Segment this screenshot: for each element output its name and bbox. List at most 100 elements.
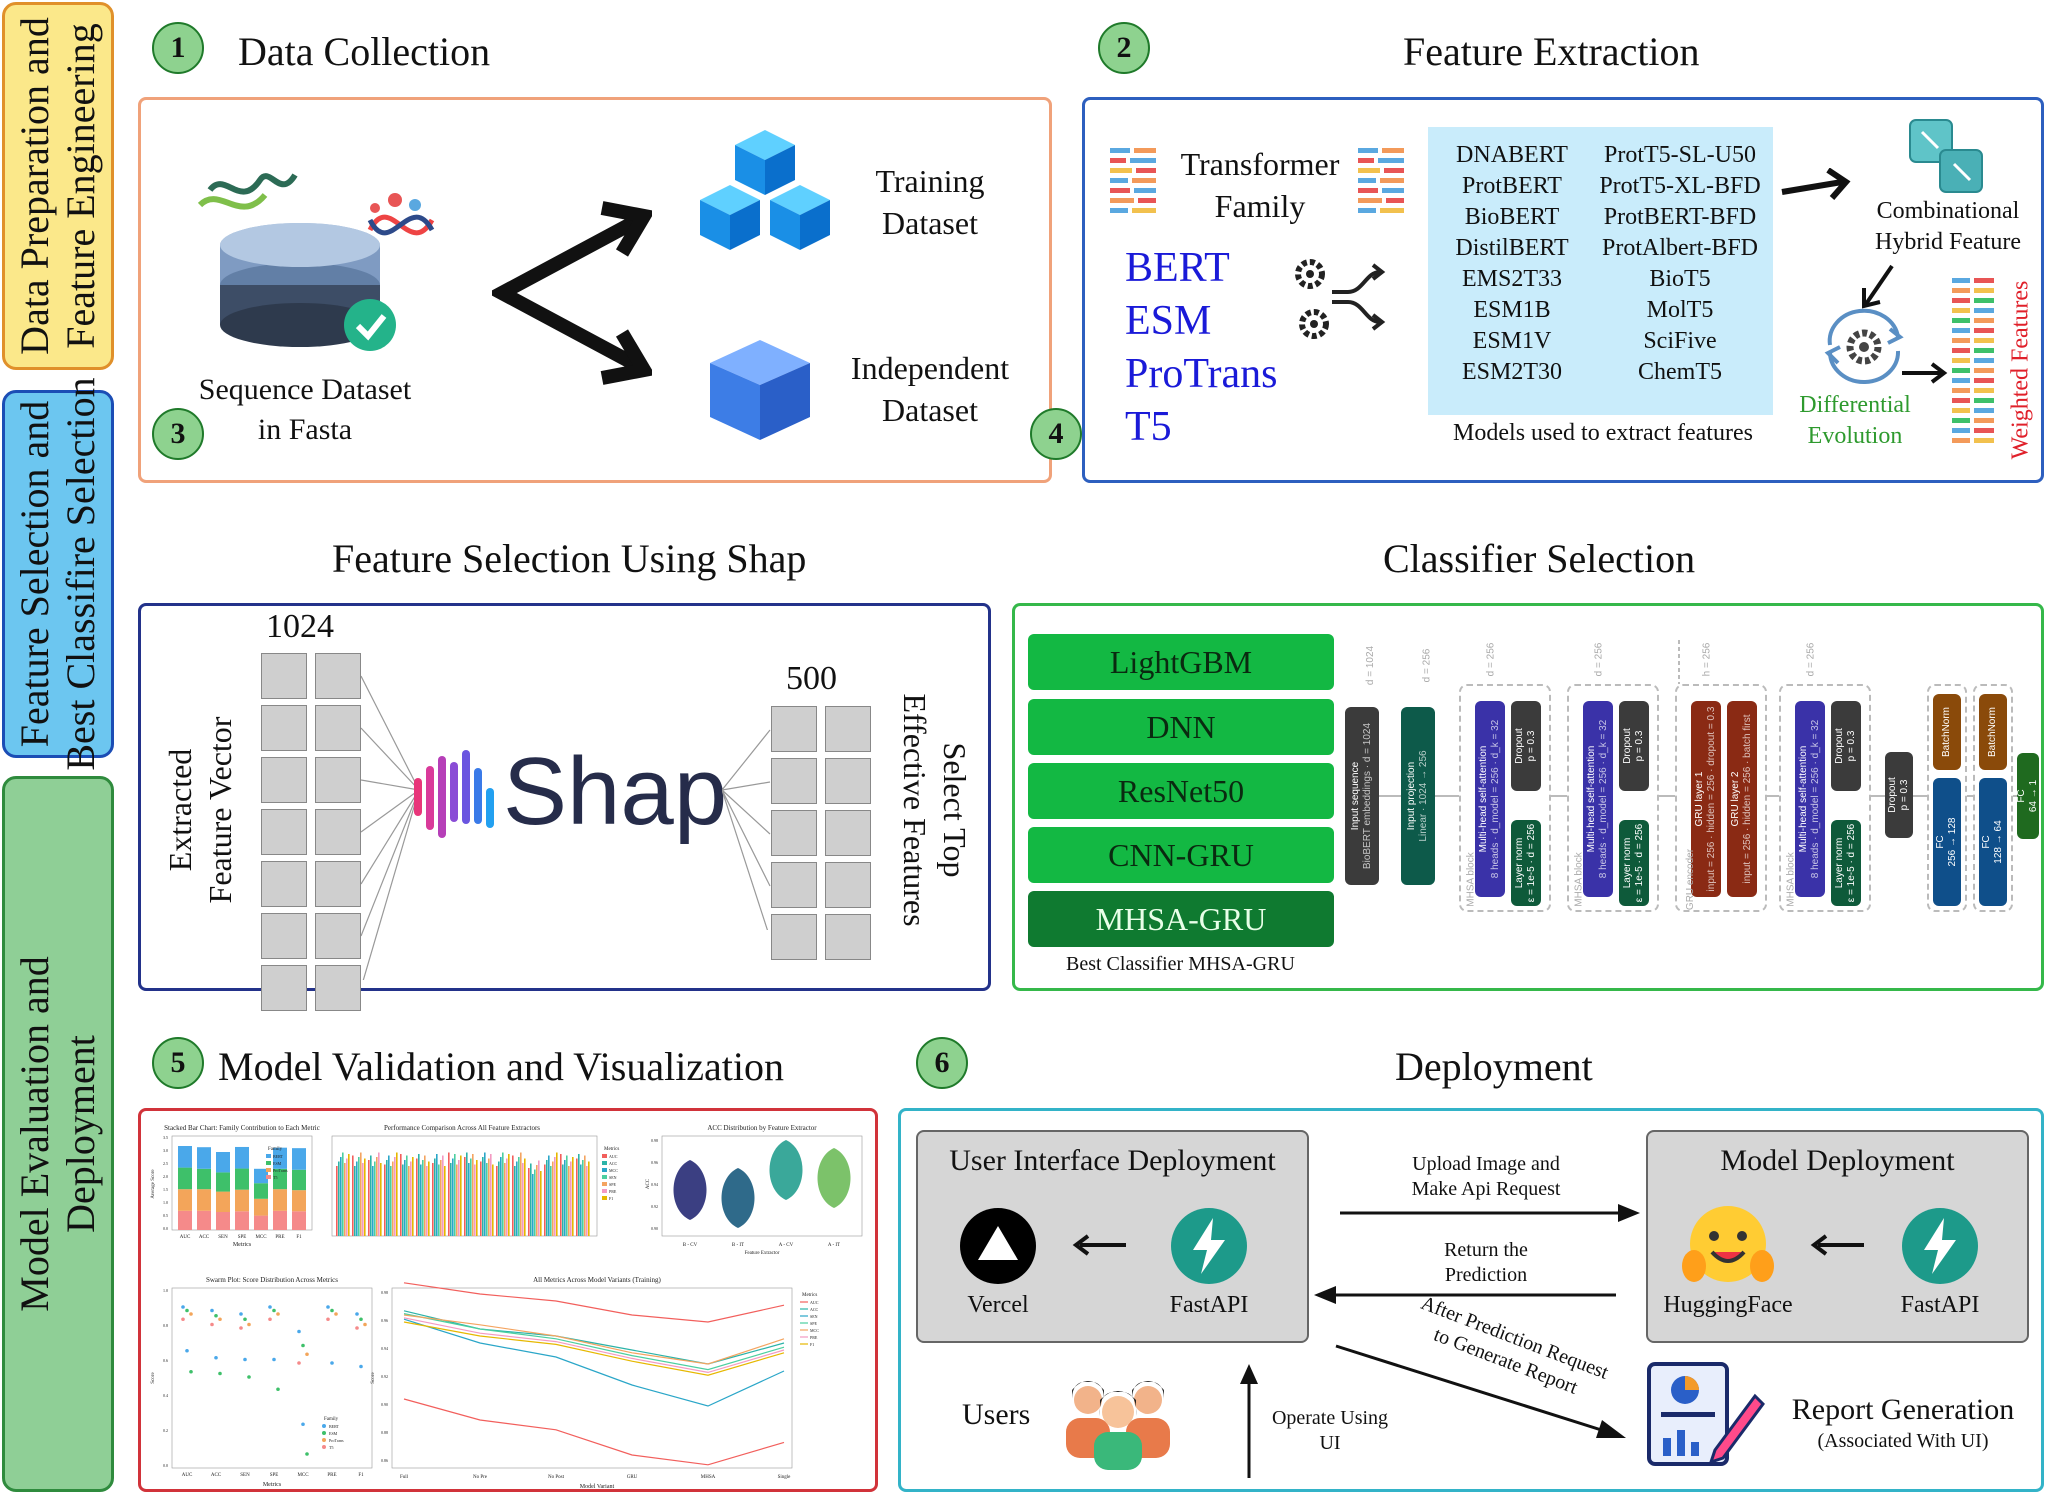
weight-bar [1974,308,1994,313]
swarm-point [305,1452,309,1456]
tick-label: AUC [182,1473,193,1478]
stacked-bar-segment [178,1189,192,1211]
arch-block-label: GRU encoder [1685,848,1697,911]
perf-bar [470,1158,472,1236]
perf-bar [426,1166,428,1236]
stacked-bar-segment [273,1210,287,1230]
shap-logo-text: Shap [503,738,728,845]
perf-bar [588,1161,590,1236]
arch-mhsa-block-2 [1567,684,1659,912]
perf-bar [496,1166,498,1236]
swarm-point [276,1387,280,1392]
perf-bar [490,1154,492,1236]
swarm-point [189,1369,193,1374]
independent-cube-icon [710,340,810,440]
legend-swatch [266,1154,271,1158]
legend-label: PRE [810,1335,818,1340]
ui-deployment-title: User Interface Deployment [949,1144,1276,1177]
arch-connectors [1379,640,2017,797]
perf-bar [388,1155,390,1236]
arch-batchnorm-1: BatchNorm [1933,694,1961,770]
tick-label: 0.6 [163,1358,168,1363]
model-name: BioBERT [1464,204,1560,230]
perf-bar [562,1164,564,1236]
legend-label: AUC [810,1300,819,1305]
axis-label: ACC [646,1178,651,1189]
perf-bar [474,1164,476,1236]
arch-head-box-1 [1927,684,1967,912]
swarm-point [268,1305,272,1309]
classifier-lightgbm: LightGBM [1028,634,1334,690]
fan-line [361,789,420,937]
feature-cell [261,861,307,907]
perf-bar [410,1161,412,1236]
perf-bar [548,1155,550,1236]
axis-label: Average Score [151,1169,156,1199]
stacked-bar-segment [273,1147,287,1169]
swarm-point [218,1371,222,1376]
stacked-bar-segment [216,1191,230,1212]
legend-label: T5 [329,1445,333,1450]
axis-label: Score [371,1372,376,1384]
phase-label-line2: Feature Engineering [58,23,103,349]
tick-label: PRE [327,1473,336,1478]
fan-line [361,675,420,791]
tick-label: Single [778,1475,792,1480]
classifier-resnet50: ResNet50 [1028,763,1334,819]
family-t5: T5 [1125,404,1172,450]
weight-bar [1974,338,1994,343]
tick-label: 0.88 [381,1430,388,1435]
arch-mhsa-block-1 [1459,684,1551,912]
stacked-bar-segment [197,1168,211,1190]
arrow-response [1314,1286,1616,1304]
swarm-point [326,1305,330,1309]
model-name: DNABERT [1456,142,1568,168]
phase-label-line2: Deployment [58,1035,103,1233]
swarm-point [272,1357,276,1362]
fan-in-lines [361,675,420,980]
users-icon [1066,1381,1170,1470]
models-caption: Models used to extract features [1453,420,1753,446]
perf-bar [386,1160,388,1236]
weight-bar [1974,298,1994,303]
tick-label: B - CV [683,1243,698,1248]
model-name: ESM1V [1472,328,1552,354]
weight-bar [1952,368,1970,373]
tick-label: 0.94 [381,1346,388,1351]
perf-bar [434,1158,436,1236]
step-title: Classifier Selection [1383,536,1696,581]
tick-label: 0.96 [381,1318,388,1323]
tick-label: 0.92 [381,1374,388,1379]
perf-bar [544,1164,546,1236]
legend-swatch [322,1424,326,1428]
weight-bar [1952,418,1970,423]
weight-bar [1974,278,1994,283]
training-cubes-icon [700,130,830,250]
stacked-bar-segment [235,1211,249,1230]
perf-bar [468,1163,470,1236]
step-number: 2 [1098,22,1150,74]
perf-bar [482,1157,484,1236]
arch-block-label: MHSA block [1785,852,1797,907]
gears-flow-icon [1295,259,1386,339]
swarm-point [326,1317,330,1322]
stacked-bar-segment [254,1215,268,1230]
perf-bar [394,1157,396,1236]
fan-line [722,729,771,791]
stacked-bar-segment [273,1189,287,1211]
weight-bar [1974,428,1994,433]
perf-bar [522,1163,524,1236]
tick-label: 0.2 [163,1428,168,1433]
differential-evolution-icon [1824,308,1904,384]
legend-swatch [602,1189,607,1193]
stacked-bar-segment [254,1198,268,1216]
deployment-panel [898,1108,2044,1492]
tick-label: Full [400,1475,409,1480]
legend-swatch [322,1445,326,1449]
perf-bar [418,1154,420,1236]
feature-cell [771,862,817,908]
chart-frame [171,1287,373,1469]
swarm-point [268,1317,272,1322]
